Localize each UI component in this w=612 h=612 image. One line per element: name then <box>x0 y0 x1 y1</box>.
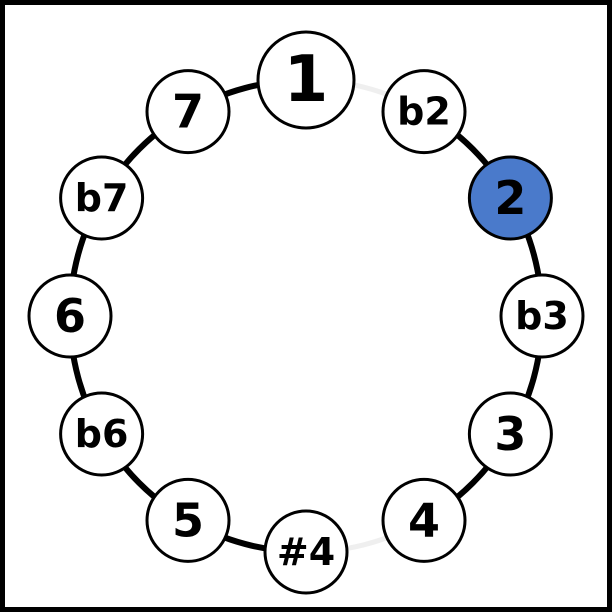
degree-label: b7 <box>75 176 129 220</box>
degree-node-circle <box>263 509 349 595</box>
degree-node[interactable]: b2 <box>381 69 467 155</box>
degree-label: b2 <box>397 90 451 134</box>
degree-label: b3 <box>515 294 569 338</box>
degree-label: 6 <box>54 289 86 343</box>
degree-node[interactable]: 1 <box>256 30 356 130</box>
degree-node[interactable]: b7 <box>59 155 145 241</box>
wheel-arcs <box>67 77 545 555</box>
degree-node[interactable]: b6 <box>59 391 145 477</box>
degree-node[interactable]: 2 <box>467 155 553 241</box>
degree-label: 1 <box>284 43 329 117</box>
degree-label: 4 <box>408 493 440 547</box>
degree-node-circle <box>499 273 585 359</box>
degree-label: 2 <box>494 171 526 225</box>
degree-label: #4 <box>277 530 335 574</box>
degree-label: b6 <box>75 412 129 456</box>
degree-label: 7 <box>172 85 204 139</box>
degree-node[interactable]: 7 <box>145 69 231 155</box>
degree-node-circle <box>27 273 113 359</box>
degree-node[interactable]: #4 <box>263 509 349 595</box>
degree-node[interactable]: 5 <box>145 477 231 563</box>
degree-label: 3 <box>494 407 526 461</box>
degree-node-circle <box>467 391 553 477</box>
degree-node-circle <box>145 69 231 155</box>
wheel-nodes: 1 b2 2 b3 34 #4 5 b6 6 b7 7 <box>27 30 585 595</box>
degree-node-circle <box>381 477 467 563</box>
degree-node-circle <box>59 155 145 241</box>
degree-node-circle <box>59 391 145 477</box>
degree-node-circle <box>381 69 467 155</box>
degree-label: 5 <box>172 493 204 547</box>
degree-node-circle <box>145 477 231 563</box>
degree-node[interactable]: 4 <box>381 477 467 563</box>
degree-node[interactable]: b3 <box>499 273 585 359</box>
degree-node[interactable]: 6 <box>27 273 113 359</box>
degree-node-highlighted-circle <box>467 155 553 241</box>
degree-node-circle <box>256 30 356 130</box>
degree-node[interactable]: 3 <box>467 391 553 477</box>
